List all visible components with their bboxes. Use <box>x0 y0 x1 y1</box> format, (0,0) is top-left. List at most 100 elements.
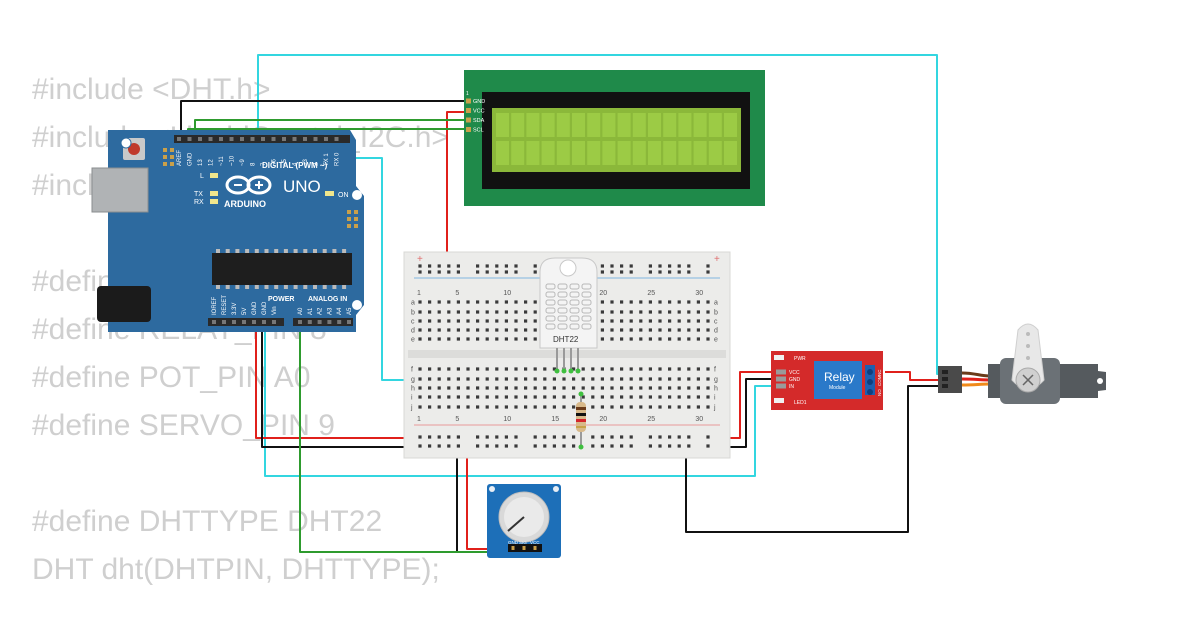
breadboard-hole[interactable] <box>437 377 441 381</box>
breadboard-hole[interactable] <box>504 319 508 323</box>
breadboard-hole[interactable] <box>533 337 537 341</box>
breadboard-hole[interactable] <box>456 367 460 371</box>
breadboard-hole[interactable] <box>514 444 518 448</box>
breadboard-hole[interactable] <box>600 319 604 323</box>
breadboard-hole[interactable] <box>533 310 537 314</box>
breadboard-hole[interactable] <box>648 300 652 304</box>
breadboard-hole[interactable] <box>447 319 451 323</box>
breadboard-hole[interactable] <box>620 300 624 304</box>
breadboard-hole[interactable] <box>696 367 700 371</box>
breadboard-hole[interactable] <box>456 444 460 448</box>
breadboard-hole[interactable] <box>600 377 604 381</box>
breadboard-hole[interactable] <box>696 377 700 381</box>
breadboard-hole[interactable] <box>552 367 556 371</box>
wire-5v[interactable] <box>255 325 440 439</box>
breadboard-hole[interactable] <box>677 405 681 409</box>
breadboard-hole[interactable] <box>476 310 480 314</box>
header-pin[interactable] <box>222 320 226 324</box>
breadboard-hole[interactable] <box>668 444 672 448</box>
breadboard-hole[interactable] <box>658 300 662 304</box>
breadboard-hole[interactable] <box>428 270 432 274</box>
breadboard-hole[interactable] <box>706 386 710 390</box>
lcd-pin[interactable] <box>466 108 471 113</box>
breadboard-hole[interactable] <box>476 405 480 409</box>
breadboard-hole[interactable] <box>572 405 576 409</box>
breadboard-hole[interactable] <box>620 377 624 381</box>
breadboard-hole[interactable] <box>476 328 480 332</box>
breadboard-hole[interactable] <box>639 367 643 371</box>
breadboard-hole[interactable] <box>610 270 614 274</box>
breadboard-hole[interactable] <box>687 328 691 332</box>
breadboard-hole[interactable] <box>466 405 470 409</box>
breadboard-hole[interactable] <box>629 395 633 399</box>
breadboard-hole[interactable] <box>677 319 681 323</box>
relay-terminal-screw[interactable] <box>867 379 873 385</box>
header-pin[interactable] <box>334 137 339 141</box>
breadboard-hole[interactable] <box>533 386 537 390</box>
breadboard-hole[interactable] <box>418 435 422 439</box>
breadboard-hole[interactable] <box>437 367 441 371</box>
breadboard-hole[interactable] <box>620 405 624 409</box>
breadboard-hole[interactable] <box>533 377 537 381</box>
breadboard-hole[interactable] <box>620 328 624 332</box>
breadboard-hole[interactable] <box>639 377 643 381</box>
breadboard-hole[interactable] <box>447 386 451 390</box>
breadboard-hole[interactable] <box>687 300 691 304</box>
breadboard-hole[interactable] <box>476 264 480 268</box>
lcd-pin[interactable] <box>466 117 471 123</box>
breadboard-hole[interactable] <box>456 395 460 399</box>
breadboard-hole[interactable] <box>514 270 518 274</box>
breadboard-hole[interactable] <box>533 328 537 332</box>
breadboard-hole[interactable] <box>668 310 672 314</box>
header-pin[interactable] <box>261 137 265 141</box>
breadboard-hole[interactable] <box>562 377 566 381</box>
breadboard-hole[interactable] <box>447 337 451 341</box>
breadboard-hole[interactable] <box>687 405 691 409</box>
breadboard-hole[interactable] <box>495 264 499 268</box>
breadboard-hole[interactable] <box>668 319 672 323</box>
breadboard-hole[interactable] <box>562 386 566 390</box>
breadboard-hole[interactable] <box>533 405 537 409</box>
breadboard-hole[interactable] <box>447 300 451 304</box>
breadboard-hole[interactable] <box>620 264 624 268</box>
breadboard-hole[interactable] <box>466 328 470 332</box>
breadboard-hole[interactable] <box>476 444 480 448</box>
breadboard-hole[interactable] <box>620 444 624 448</box>
breadboard-hole[interactable] <box>418 377 422 381</box>
breadboard-hole[interactable] <box>687 386 691 390</box>
header-pin[interactable] <box>298 320 302 324</box>
breadboard-hole[interactable] <box>437 386 441 390</box>
breadboard-hole[interactable] <box>495 319 499 323</box>
breadboard-hole[interactable] <box>572 444 576 448</box>
breadboard-hole[interactable] <box>668 300 672 304</box>
breadboard-hole[interactable] <box>533 444 537 448</box>
breadboard-hole[interactable] <box>687 270 691 274</box>
breadboard-hole[interactable] <box>610 264 614 268</box>
breadboard-hole[interactable] <box>687 395 691 399</box>
breadboard-hole[interactable] <box>706 310 710 314</box>
breadboard-hole[interactable] <box>668 435 672 439</box>
breadboard-hole[interactable] <box>610 337 614 341</box>
breadboard-hole[interactable] <box>514 337 518 341</box>
breadboard-hole[interactable] <box>600 405 604 409</box>
breadboard-hole[interactable] <box>639 386 643 390</box>
header-pin[interactable] <box>303 137 307 141</box>
breadboard-hole[interactable] <box>706 395 710 399</box>
breadboard-hole[interactable] <box>495 395 499 399</box>
breadboard-hole[interactable] <box>687 264 691 268</box>
breadboard-hole[interactable] <box>504 444 508 448</box>
breadboard-hole[interactable] <box>581 377 585 381</box>
breadboard-hole[interactable] <box>629 435 633 439</box>
breadboard-hole[interactable] <box>514 310 518 314</box>
header-pin[interactable] <box>324 137 328 141</box>
breadboard-hole[interactable] <box>504 386 508 390</box>
breadboard-hole[interactable] <box>562 405 566 409</box>
breadboard-hole[interactable] <box>600 444 604 448</box>
breadboard-hole[interactable] <box>418 386 422 390</box>
breadboard-hole[interactable] <box>658 395 662 399</box>
breadboard-hole[interactable] <box>629 337 633 341</box>
breadboard-hole[interactable] <box>639 337 643 341</box>
breadboard-hole[interactable] <box>524 328 528 332</box>
breadboard-hole[interactable] <box>504 435 508 439</box>
